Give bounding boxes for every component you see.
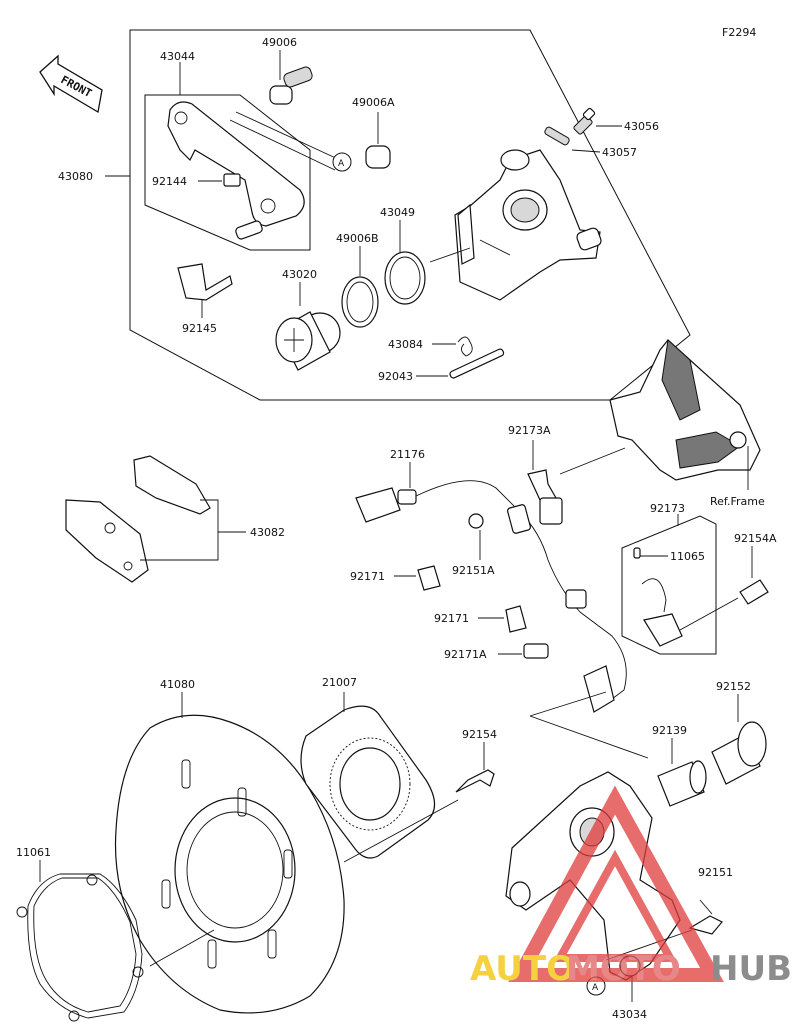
clip-92171a (523, 643, 549, 659)
label-43044: 43044 (160, 50, 195, 63)
seal-43049 (384, 251, 426, 305)
callout-a-top: A (338, 159, 345, 169)
bolt-92154 (455, 769, 495, 793)
label-43020: 43020 (282, 268, 317, 281)
boot-49006 (269, 66, 313, 105)
label-41080: 41080 (160, 678, 195, 691)
callout-a-bottom: A (592, 983, 599, 993)
label-92144: 92144 (152, 175, 187, 188)
label-43049: 43049 (380, 206, 415, 219)
caliper-body (454, 149, 602, 301)
gasket-11061 (16, 873, 144, 1022)
clip-92171-a (417, 565, 441, 591)
frame-reference (609, 339, 761, 481)
watermark-auto: AUTO (470, 949, 575, 989)
clip-92171-b (505, 605, 527, 633)
brake-pads-43082 (65, 455, 211, 583)
watermark-moto: MOTO (566, 949, 681, 989)
cap-43057 (544, 126, 570, 146)
label-92154: 92154 (462, 728, 497, 741)
label-92151a: 92151A (452, 564, 495, 577)
bolt-92151a (468, 513, 484, 529)
label-49006a: 49006A (352, 96, 395, 109)
boot-49006a (365, 145, 391, 169)
bracket-92173 (633, 547, 683, 647)
label-43080: 43080 (58, 170, 93, 183)
label-21176: 21176 (390, 448, 425, 461)
watermark-logo: AUTO MOTO HUB (470, 785, 792, 989)
front-arrow-icon: FRONT (39, 54, 103, 114)
caliper-bracket: A (167, 101, 352, 240)
spring-92145 (177, 263, 233, 301)
label-43034: 43034 (612, 1008, 647, 1021)
label-92173a: 92173A (508, 424, 551, 437)
label-11065: 11065 (670, 550, 705, 563)
piston-43020 (275, 311, 341, 371)
label-43084: 43084 (388, 338, 423, 351)
label-92173: 92173 (650, 502, 685, 515)
label-49006: 49006 (262, 36, 297, 49)
seal-49006b (341, 276, 379, 328)
clip-43084 (457, 336, 473, 357)
label-92151: 92151 (698, 866, 733, 879)
bracket-92173a (527, 469, 557, 501)
label-92043: 92043 (378, 370, 413, 383)
watermark-hub: HUB (710, 949, 792, 989)
label-49006b: 49006B (336, 232, 379, 245)
label-92154a: 92154A (734, 532, 777, 545)
ref-frame-label: Ref.Frame (710, 495, 765, 508)
label-92171a: 92171A (444, 648, 487, 661)
sensor-rotor-21007 (300, 705, 436, 859)
label-43056: 43056 (624, 120, 659, 133)
abs-sensor-21176 (355, 480, 627, 713)
label-92152: 92152 (716, 680, 751, 693)
label-92171-b: 92171 (434, 612, 469, 625)
brake-disc-41080 (114, 714, 345, 1014)
bolt-92151 (688, 915, 723, 935)
pin-92043 (449, 348, 505, 379)
label-43057: 43057 (602, 146, 637, 159)
bushing-92152 (711, 721, 767, 785)
label-92145: 92145 (182, 322, 217, 335)
bleeder-43056 (573, 107, 596, 135)
bracket-subframe (144, 94, 311, 251)
label-92171-a: 92171 (350, 570, 385, 583)
label-11061: 11061 (16, 846, 51, 859)
bolt-92154a (739, 579, 769, 605)
label-21007: 21007 (322, 676, 357, 689)
figure-code: F2294 (722, 26, 756, 39)
label-92139: 92139 (652, 724, 687, 737)
label-43082: 43082 (250, 526, 285, 539)
clip-92144 (223, 173, 241, 187)
bracket-92173-frame (621, 515, 717, 655)
